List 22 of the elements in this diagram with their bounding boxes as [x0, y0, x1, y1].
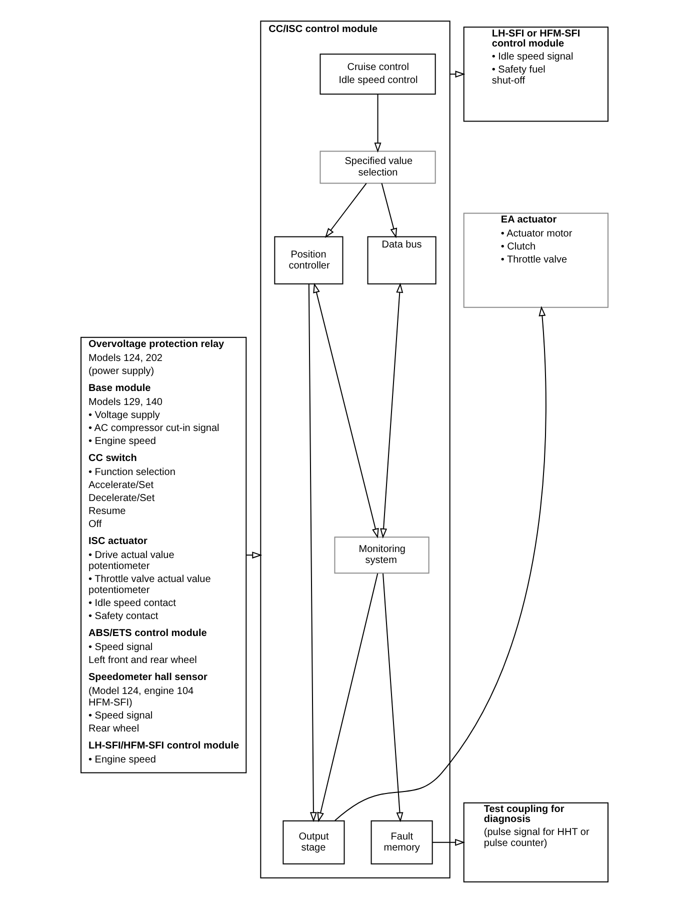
- arrow: [432, 838, 466, 846]
- arrow: [449, 70, 466, 78]
- arrow: [334, 306, 546, 820]
- node-box: Fault memory: [370, 820, 433, 864]
- arrow: [308, 283, 317, 822]
- node-box: Test coupling for diagnosis (pulse signal for HHT or pulse counter): [463, 802, 608, 882]
- node-box: Specified value selection: [320, 150, 436, 184]
- arrow: [382, 572, 404, 822]
- arrow: [313, 282, 379, 538]
- arrow: [374, 93, 382, 152]
- arrow: [381, 182, 398, 238]
- arrow: [380, 282, 404, 538]
- node-box: Monitoring system: [334, 536, 430, 574]
- node-box: Cruise control Idle speed control: [320, 53, 436, 94]
- arrow: [324, 182, 367, 238]
- node-box: Overvoltage protection relay Models 124, 202 (power supply) Base module Models 129, 140 • Voltage supply • AC compressor cut-in signal • Engine speed CC switch • Function selection Accelerate/Set Decelerate/Set Resume Off ISC actuator • Drive actual value potentiometer • Throttle valve actual value potentiometer • Idle speed contact • Safety contact ABS/ETS control module • Speed signal Left front and rear wheel Speedometer hall sensor (Model 124, engine 104 HFM-SFI) • Speed signal Rear wheel LH-SFI/HFM-SFI control module • Engine speed: [80, 336, 247, 773]
- node-box: Position controller: [274, 236, 344, 284]
- arrow: [317, 572, 378, 822]
- node-box: Output stage: [282, 820, 345, 864]
- node-box: Data bus: [367, 236, 436, 284]
- node-box: LH-SFI or HFM-SFI control module • Idle speed signal • Safety fuel shut-off: [463, 26, 608, 122]
- node-box: EA actuator • Actuator motor • Clutch • Throttle valve: [463, 212, 608, 308]
